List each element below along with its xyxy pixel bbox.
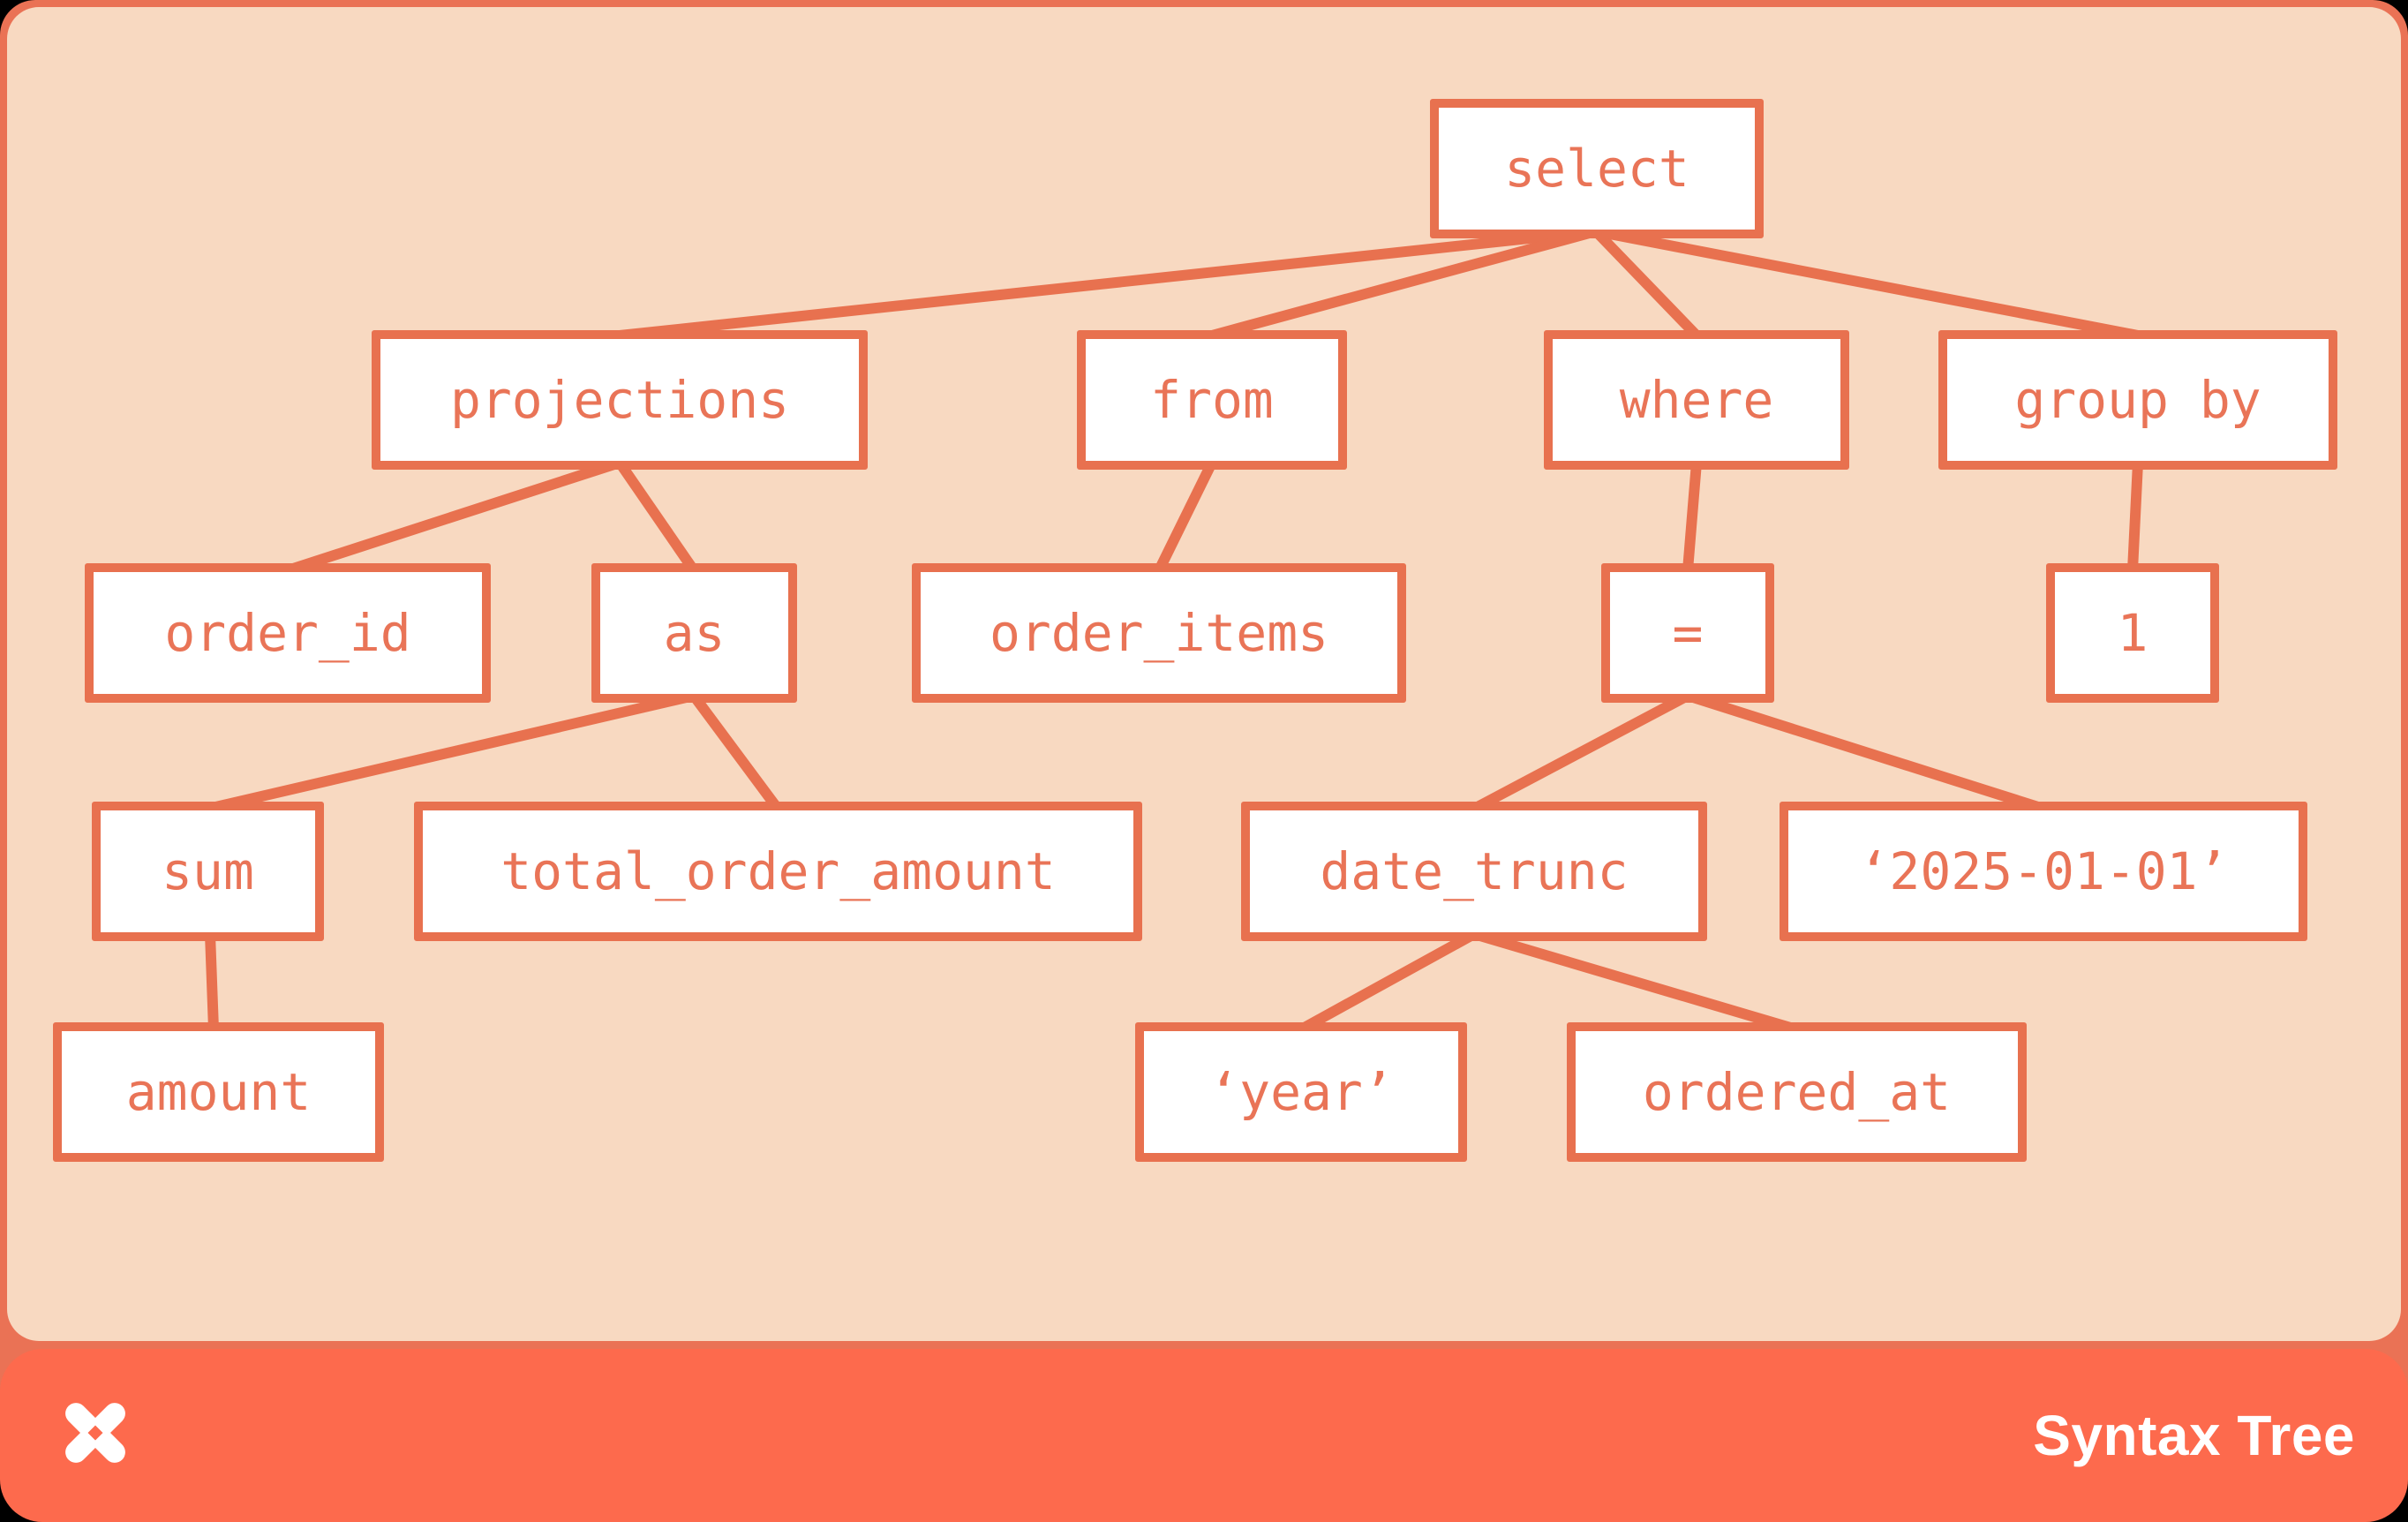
tree-node-from: from bbox=[1077, 330, 1347, 470]
dbt-logo-icon bbox=[65, 1403, 125, 1463]
tree-node-date-trunc: date_trunc bbox=[1241, 802, 1707, 941]
tree-node-ordered-at: ordered_at bbox=[1567, 1022, 2027, 1162]
tree-node-order-items: order_items bbox=[912, 563, 1406, 703]
tree-node-date-literal: ‘2025-01-01’ bbox=[1780, 802, 2307, 941]
tree-node-amount: amount bbox=[53, 1022, 384, 1162]
footer-bar: Syntax Tree bbox=[0, 1349, 2408, 1522]
tree-node-group-by: group by bbox=[1938, 330, 2337, 470]
footer-title: Syntax Tree bbox=[2033, 1404, 2355, 1467]
tree-node-select: select bbox=[1430, 99, 1764, 238]
tree-node-projections: projections bbox=[372, 330, 868, 470]
tree-node-where: where bbox=[1544, 330, 1849, 470]
tree-node-equals: = bbox=[1601, 563, 1774, 703]
tree-node-one: 1 bbox=[2046, 563, 2219, 703]
tree-node-as: as bbox=[591, 563, 797, 703]
tree-node-total-order-amount: total_order_amount bbox=[414, 802, 1142, 941]
tree-node-sum: sum bbox=[92, 802, 324, 941]
tree-node-year-literal: ‘year’ bbox=[1135, 1022, 1467, 1162]
tree-node-order-id: order_id bbox=[85, 563, 491, 703]
